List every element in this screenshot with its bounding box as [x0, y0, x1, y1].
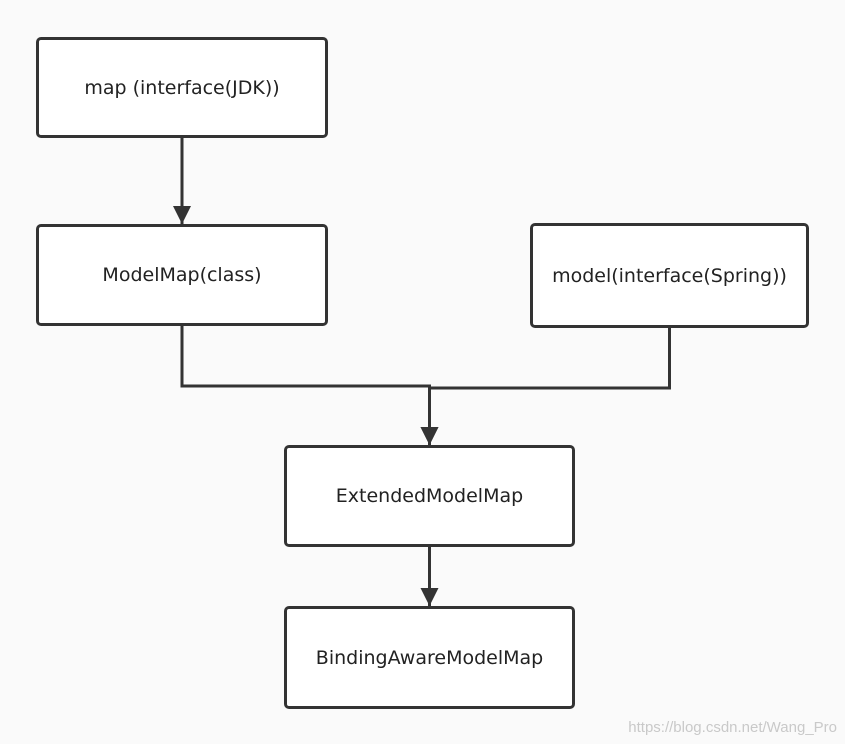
node-model: model(interface(Spring))	[530, 223, 809, 328]
watermark: https://blog.csdn.net/Wang_Pro	[628, 719, 837, 736]
edge-model-to-extended-model-map	[420, 328, 671, 445]
node-map: map (interface(JDK))	[36, 37, 328, 138]
node-binding-aware-model-map: BindingAwareModelMap	[284, 606, 575, 709]
node-model-label: model(interface(Spring))	[552, 264, 787, 287]
node-map-label: map (interface(JDK))	[84, 76, 280, 99]
node-binding-aware-model-map-label: BindingAwareModelMap	[315, 646, 544, 669]
node-extended-model-map: ExtendedModelMap	[284, 445, 575, 547]
edge-model-map-to-extended-model-map	[180, 326, 439, 445]
node-extended-model-map-label: ExtendedModelMap	[335, 485, 524, 507]
node-model-map-label: ModelMap(class)	[102, 264, 262, 286]
node-model-map: ModelMap(class)	[36, 224, 328, 326]
